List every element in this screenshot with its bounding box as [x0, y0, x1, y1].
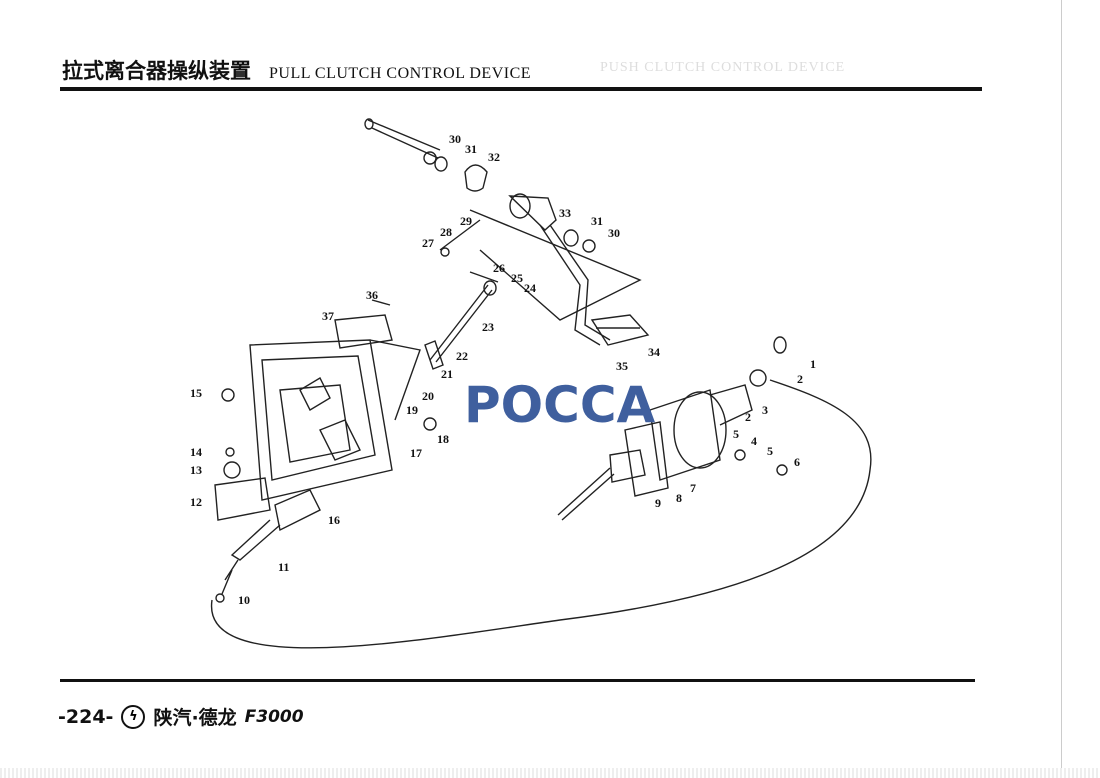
- callout: 35: [616, 359, 628, 373]
- callout: 30: [608, 226, 620, 240]
- callout: 18: [437, 432, 449, 446]
- callout: 4: [751, 434, 757, 448]
- callout: 11: [278, 560, 289, 574]
- callout: 31: [465, 142, 477, 156]
- push-rod: [424, 219, 499, 370]
- callout: 8: [676, 491, 682, 505]
- callout: 17: [410, 446, 422, 460]
- callout: 16: [328, 513, 340, 527]
- callout: 5: [733, 427, 739, 441]
- callout: 10: [238, 593, 250, 607]
- title-chinese: 拉式离合器操纵装置: [62, 59, 251, 83]
- page-number: -224-: [58, 705, 114, 728]
- callout: 28: [440, 225, 452, 239]
- clutch-hose: [211, 379, 872, 649]
- page-edge: [1061, 0, 1062, 778]
- callout: 32: [488, 150, 500, 164]
- callout: 5: [767, 444, 773, 458]
- callout: 12: [190, 495, 202, 509]
- callout: 7: [690, 481, 696, 495]
- page-header: 拉式离合器操纵装置 PULL CLUTCH CONTROL DEVICE: [62, 55, 531, 85]
- callout: 3: [762, 403, 768, 417]
- header-rule: [60, 87, 982, 91]
- shaanxi-logo-icon: ϟ: [121, 704, 146, 729]
- callout: 6: [794, 455, 800, 469]
- clutch-booster: [557, 336, 788, 521]
- brand-name: 陕汽·德龙: [153, 707, 237, 729]
- callout: 19: [406, 403, 418, 417]
- callout: 23: [482, 320, 494, 334]
- footer-rule: [60, 679, 975, 682]
- callout: 14: [190, 445, 202, 459]
- callout: 20: [422, 389, 434, 403]
- callout: 1: [810, 357, 816, 371]
- callout: 13: [190, 463, 202, 477]
- callout: 31: [591, 214, 603, 228]
- pedal-shaft: [364, 118, 642, 321]
- page-footer: -224- ϟ 陕汽·德龙 F3000: [58, 703, 304, 730]
- model-name: F3000: [244, 706, 304, 727]
- clutch-pedal: [539, 224, 650, 346]
- callout: 9: [655, 496, 661, 510]
- clutch-master-cylinder: [214, 447, 321, 603]
- callout: 29: [460, 214, 472, 228]
- callout: 36: [366, 288, 378, 302]
- callout: 30: [449, 132, 461, 146]
- watermark: POCCA: [464, 376, 656, 434]
- callout: 2: [797, 372, 803, 386]
- bleed-through-text: PUSH CLUTCH CONTROL DEVICE: [600, 60, 846, 75]
- callout: 27: [422, 236, 434, 250]
- callout: 34: [648, 345, 660, 359]
- callout-labels: 30 31 32 29 33 31 30 28 27 26 25 24 23 3…: [190, 132, 816, 607]
- callout: 21: [441, 367, 453, 381]
- callout: 15: [190, 386, 202, 400]
- callout: 24: [524, 281, 536, 295]
- title-english: PULL CLUTCH CONTROL DEVICE: [269, 65, 532, 82]
- callout: 2: [745, 410, 751, 424]
- scan-artifact: [0, 768, 1100, 778]
- callout: 33: [559, 206, 571, 220]
- pedal-bracket-housing: [221, 299, 437, 501]
- callout: 25: [511, 271, 523, 285]
- callout: 37: [322, 309, 334, 323]
- callout: 26: [493, 261, 505, 275]
- callout: 22: [456, 349, 468, 363]
